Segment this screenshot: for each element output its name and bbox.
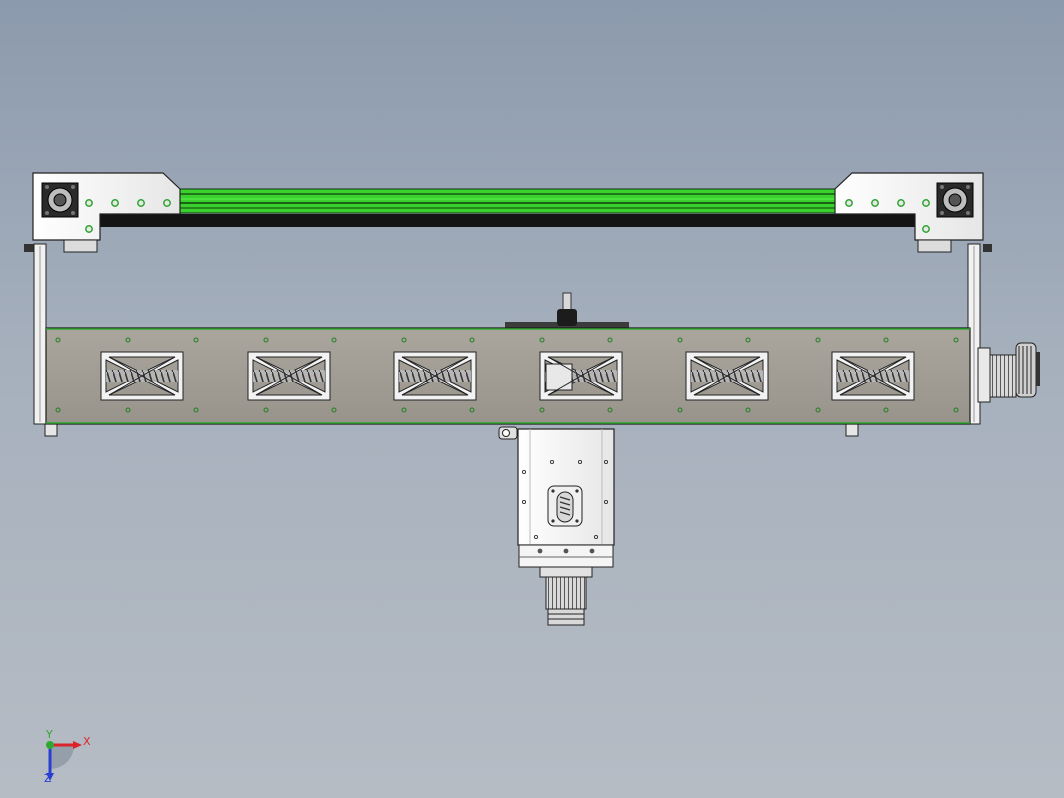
shaft-nut [557,309,577,326]
beam-holes [55,337,959,413]
x-axis-motor[interactable] [977,342,1040,403]
triad-z-label: Z [44,772,52,785]
y-axis-dot [46,741,54,749]
main-beam[interactable] [45,292,971,425]
beam-cutout-carriage [539,351,623,401]
left-foot-block [63,239,98,253]
left-end-bracket[interactable] [24,172,181,253]
triad-y-label: Y [45,728,53,741]
right-end-bracket[interactable] [834,172,992,253]
triad-x-label: X [83,735,91,748]
left-side-post[interactable] [33,243,58,437]
beam-cutout [685,351,769,401]
right-foot-block [917,239,952,253]
z-axis-carriage[interactable] [498,426,615,626]
top-rail-assembly[interactable] [24,172,992,253]
carriage-bottom-plate [518,544,614,568]
beam-cutout [393,351,477,401]
beam-cutout [831,351,915,401]
beam-cutout [100,351,184,401]
z-window [547,485,583,527]
beam-cutout [247,351,331,401]
spindle-motor[interactable] [539,566,593,626]
green-linear-rail[interactable] [177,188,839,214]
top-rail-backing [100,214,918,227]
right-side-post[interactable] [845,243,981,437]
coordinate-triad: X Y Z [44,728,91,785]
